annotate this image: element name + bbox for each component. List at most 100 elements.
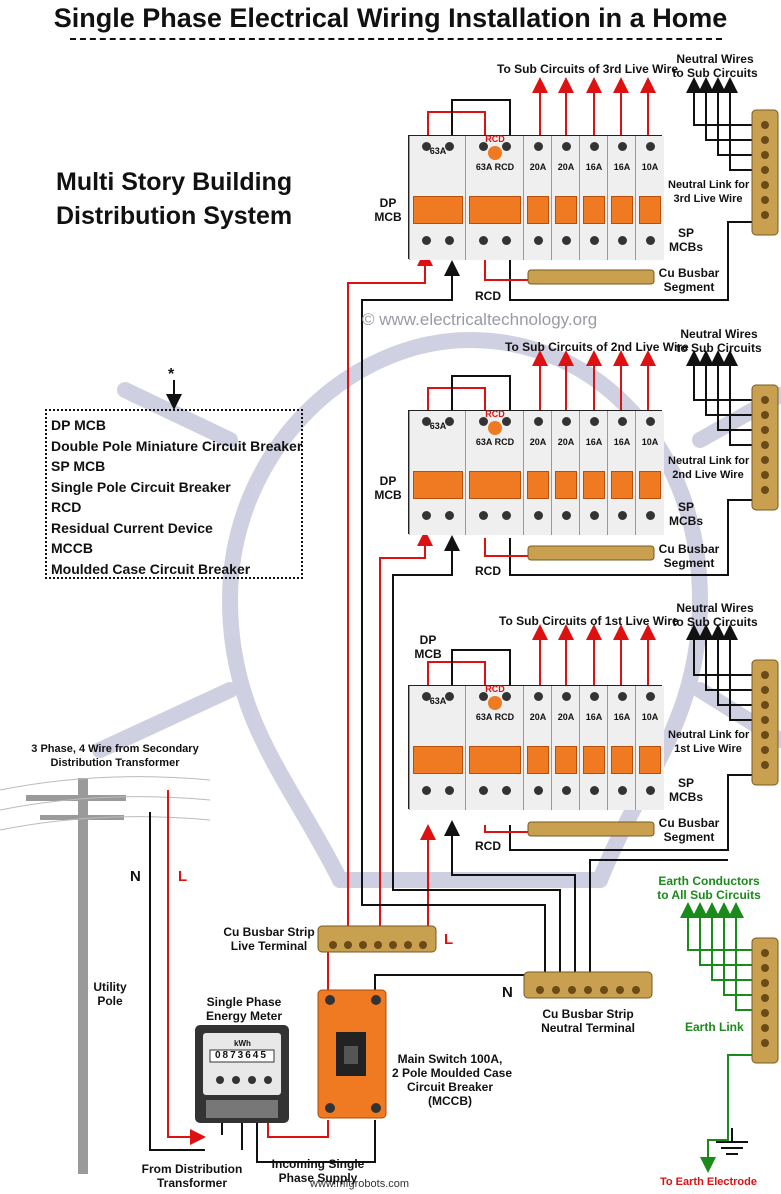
- screw-terminal: [589, 692, 599, 701]
- breaker-rating: 10A: [641, 437, 659, 447]
- breaker-toggle: [639, 471, 661, 499]
- breaker-toggle: [583, 746, 605, 774]
- breaker-toggle: [527, 196, 549, 224]
- breaker-toggle: [469, 471, 521, 499]
- rcd-tag: RCD: [485, 684, 505, 694]
- screw-terminal: [533, 692, 543, 701]
- legend-full: Single Pole Circuit Breaker: [51, 478, 231, 495]
- sub-circuits-label: To Sub Circuits of 3rd Live Wire: [497, 62, 679, 76]
- screw-terminal: [617, 786, 627, 795]
- breaker-rating: 16A: [585, 162, 603, 172]
- breaker-rating: 16A: [585, 712, 603, 722]
- screw-terminal: [533, 236, 543, 245]
- sp-mcb-breaker: 20A: [551, 686, 580, 810]
- screw-terminal: [533, 511, 543, 520]
- sp-mcb-breaker: 16A: [607, 686, 636, 810]
- sp-mcb-breaker: 20A: [523, 136, 552, 260]
- breaker-toggle: [555, 471, 577, 499]
- breaker-rating: 16A: [613, 162, 631, 172]
- screw-terminal: [422, 786, 432, 795]
- neutral-terminal-n-label: N: [502, 984, 513, 1001]
- title-underline: [70, 38, 722, 40]
- sp-mcb-breaker: 16A: [579, 411, 608, 535]
- breaker-toggle: [555, 746, 577, 774]
- terminal-screws: [329, 121, 769, 1047]
- logo-text: www.mfgrobots.com: [310, 1178, 410, 1190]
- screw-terminal: [561, 786, 571, 795]
- breaker-rating: 16A: [585, 437, 603, 447]
- screw-terminal: [645, 692, 655, 701]
- screw-terminal: [589, 786, 599, 795]
- breaker-rating: 16A: [613, 437, 631, 447]
- breaker-rating: 63A: [429, 696, 447, 706]
- screw-terminal: [478, 417, 488, 426]
- screw-terminal: [533, 786, 543, 795]
- screw-terminal: [502, 786, 512, 795]
- legend-marker: *: [168, 366, 175, 383]
- sp-mcb-breaker: 16A: [579, 686, 608, 810]
- energy-meter-drawing: [195, 1025, 289, 1123]
- sp-mcb-breaker: 16A: [607, 411, 636, 535]
- screw-terminal: [589, 417, 599, 426]
- legend-abbr: MCCB: [51, 540, 93, 556]
- screw-terminal: [422, 511, 432, 520]
- watermark-text: © www.electricaltechnology.org: [362, 310, 598, 329]
- rcd-label: RCD: [475, 289, 501, 303]
- page-title: Single Phase Electrical Wiring Installat…: [53, 3, 728, 33]
- screw-terminal: [444, 786, 454, 795]
- screw-terminal: [589, 142, 599, 151]
- breaker-toggle: [583, 196, 605, 224]
- breaker-toggle: [555, 196, 577, 224]
- rcd-label: RCD: [475, 564, 501, 578]
- screw-terminal: [617, 236, 627, 245]
- screw-terminal: [561, 692, 571, 701]
- screw-terminal: [617, 142, 627, 151]
- breaker-toggle: [413, 746, 463, 774]
- breaker-toggle: [611, 746, 633, 774]
- sp-mcb-breaker: 20A: [551, 411, 580, 535]
- screw-terminal: [533, 142, 543, 151]
- legend-abbr: SP MCB: [51, 458, 106, 474]
- screw-terminal: [561, 236, 571, 245]
- breaker-rating: 20A: [529, 437, 547, 447]
- live-terminal-l-label: L: [444, 931, 454, 948]
- breaker-toggle: [583, 471, 605, 499]
- breaker-rating: 16A: [613, 712, 631, 722]
- screw-terminal: [617, 692, 627, 701]
- sp-mcb-breaker: 10A: [635, 136, 664, 260]
- earth-link-label: Earth Link: [685, 1020, 744, 1034]
- sp-mcb-breaker: 20A: [551, 136, 580, 260]
- breaker-toggle: [469, 196, 521, 224]
- screw-terminal: [478, 142, 488, 151]
- breaker-toggle: [469, 746, 521, 774]
- sp-mcb-breaker: 20A: [523, 686, 552, 810]
- breaker-toggle: [639, 746, 661, 774]
- sub-circuits-label: To Sub Circuits of 1st Live Wire: [499, 614, 679, 628]
- screw-terminal: [502, 692, 512, 701]
- meter-unit: kWh: [234, 1039, 251, 1048]
- breaker-toggle: [413, 196, 463, 224]
- screw-terminal: [617, 511, 627, 520]
